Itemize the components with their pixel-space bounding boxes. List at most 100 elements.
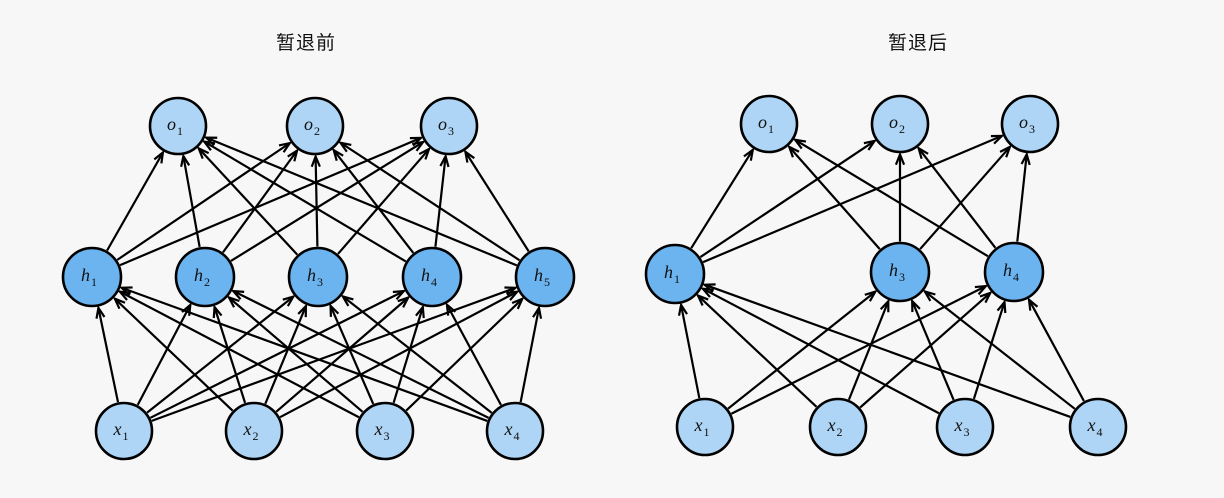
edge-h4-to-o2: [917, 147, 997, 249]
edge-x4-to-h3: [924, 290, 1076, 410]
node-o1[interactable]: o1: [739, 94, 799, 154]
edge-h2-to-o2: [222, 150, 298, 253]
arrowhead-h2-to-o2: [287, 148, 299, 162]
edge-x4-to-h5: [519, 307, 541, 403]
node-circle-o3[interactable]: [419, 96, 479, 156]
node-circle-h4[interactable]: [983, 241, 1045, 303]
arrowhead-h5-to-o3: [463, 149, 475, 163]
node-circle-o2[interactable]: [285, 96, 345, 156]
edge-h4-to-o2: [332, 149, 415, 254]
node-h3[interactable]: h3: [869, 241, 931, 303]
arrowhead-h1-to-o3: [990, 134, 1005, 145]
edge-x3-to-h4: [972, 301, 1006, 400]
edge-x2-to-h1: [697, 294, 818, 408]
arrowhead-h4-to-o3: [1020, 151, 1031, 166]
node-x3[interactable]: x3: [355, 401, 415, 461]
node-x2[interactable]: x2: [808, 397, 868, 457]
node-subscript-h3: 3: [899, 270, 905, 284]
panel-title-after: 暂退后: [887, 32, 948, 54]
node-subscript-h2: 2: [204, 275, 210, 289]
node-circle-x4[interactable]: [1068, 397, 1128, 457]
node-circle-h1[interactable]: [61, 246, 123, 308]
node-circle-x2[interactable]: [224, 401, 284, 461]
edge-x3-to-h3: [329, 305, 375, 405]
node-circle-h3[interactable]: [287, 246, 349, 308]
node-h3[interactable]: h3: [287, 246, 349, 308]
node-subscript-h3: 3: [317, 275, 323, 289]
node-x3[interactable]: x3: [935, 397, 995, 457]
edge-x1-to-h3: [727, 290, 877, 410]
edge-x2-to-h4: [859, 291, 992, 409]
node-circle-h2[interactable]: [174, 246, 236, 308]
node-o3[interactable]: o3: [419, 96, 479, 156]
node-x1[interactable]: x1: [94, 401, 154, 461]
node-circle-o2[interactable]: [870, 94, 930, 154]
edge-h4-to-o1: [794, 138, 989, 258]
arrowhead-x1-to-h1: [95, 304, 106, 319]
node-h1[interactable]: h1: [61, 246, 123, 308]
node-circle-x2[interactable]: [808, 397, 868, 457]
node-o1[interactable]: o1: [148, 96, 208, 156]
edge-group: [677, 134, 1085, 419]
node-circle-x1[interactable]: [94, 401, 154, 461]
edge-x2-to-h3: [264, 305, 307, 405]
arrowhead-x2-to-h3: [879, 298, 890, 313]
arrowhead-x1-to-h1: [677, 302, 688, 316]
edge-h3-to-o1: [197, 147, 299, 256]
arrowhead-x1-to-h4: [974, 284, 989, 296]
edge-x2-to-h3: [847, 300, 890, 401]
arrowhead-h3-to-o3: [999, 144, 1012, 158]
node-circle-h3[interactable]: [869, 241, 931, 303]
node-subscript-x4: 4: [1097, 425, 1103, 439]
edge-h1-to-o2: [699, 140, 876, 258]
arrowhead-x1-to-h3: [864, 289, 878, 302]
node-o2[interactable]: o2: [870, 94, 930, 154]
node-circle-o1[interactable]: [739, 94, 799, 154]
arrowhead-x2-to-h5: [506, 290, 520, 301]
node-subscript-o1: 1: [768, 122, 774, 136]
node-subscript-o2: 2: [314, 124, 320, 138]
node-x1[interactable]: x1: [675, 397, 735, 457]
node-subscript-h1: 1: [91, 275, 97, 289]
arrowhead-x2-to-h1: [112, 296, 126, 310]
node-circle-h1[interactable]: [644, 243, 706, 305]
node-circle-x4[interactable]: [485, 401, 545, 461]
edge-group: [95, 136, 543, 422]
arrowhead-x4-to-h5: [532, 305, 543, 319]
network-graph-after: x1 x2 x3 x4 h1 h3 h4 o1 o2 o3: [644, 94, 1128, 457]
node-h4[interactable]: h4: [401, 246, 463, 308]
node-circle-o1[interactable]: [148, 96, 208, 156]
arrowhead-x4-to-h1: [118, 286, 133, 296]
arrowhead-h4-to-o2: [916, 145, 929, 160]
node-circle-x1[interactable]: [675, 397, 735, 457]
node-h5[interactable]: h5: [514, 246, 576, 308]
node-h1[interactable]: h1: [644, 243, 706, 305]
edge-x1-to-h3: [146, 295, 295, 414]
node-group: x1 x2 x3 x4 h1 h3 h4 o1 o2 o3: [644, 94, 1128, 457]
edge-x2-to-h5: [279, 290, 518, 419]
edge-h1-to-o3: [119, 136, 422, 267]
node-subscript-o1: 1: [177, 124, 183, 138]
node-subscript-x3: 3: [384, 429, 390, 443]
node-x4[interactable]: x4: [485, 401, 545, 461]
arrowhead-x2-to-h4: [979, 290, 993, 304]
node-circle-x3[interactable]: [935, 397, 995, 457]
node-o2[interactable]: o2: [285, 96, 345, 156]
node-o3[interactable]: o3: [1000, 94, 1060, 154]
node-h2[interactable]: h2: [174, 246, 236, 308]
edge-h2-to-o1: [182, 155, 201, 248]
node-circle-h5[interactable]: [514, 246, 576, 308]
node-x4[interactable]: x4: [1068, 397, 1128, 457]
node-x2[interactable]: x2: [224, 401, 284, 461]
node-circle-x3[interactable]: [355, 401, 415, 461]
edge-x1-to-h1: [97, 307, 120, 403]
node-h4[interactable]: h4: [983, 241, 1045, 303]
node-circle-h4[interactable]: [401, 246, 463, 308]
edge-h3-to-o3: [919, 146, 1011, 250]
edge-x3-to-h1: [702, 287, 940, 415]
node-circle-o3[interactable]: [1000, 94, 1060, 154]
node-subscript-h4: 4: [1013, 270, 1019, 284]
node-subscript-x2: 2: [837, 425, 843, 439]
arrowhead-x2-to-h3: [297, 303, 308, 318]
